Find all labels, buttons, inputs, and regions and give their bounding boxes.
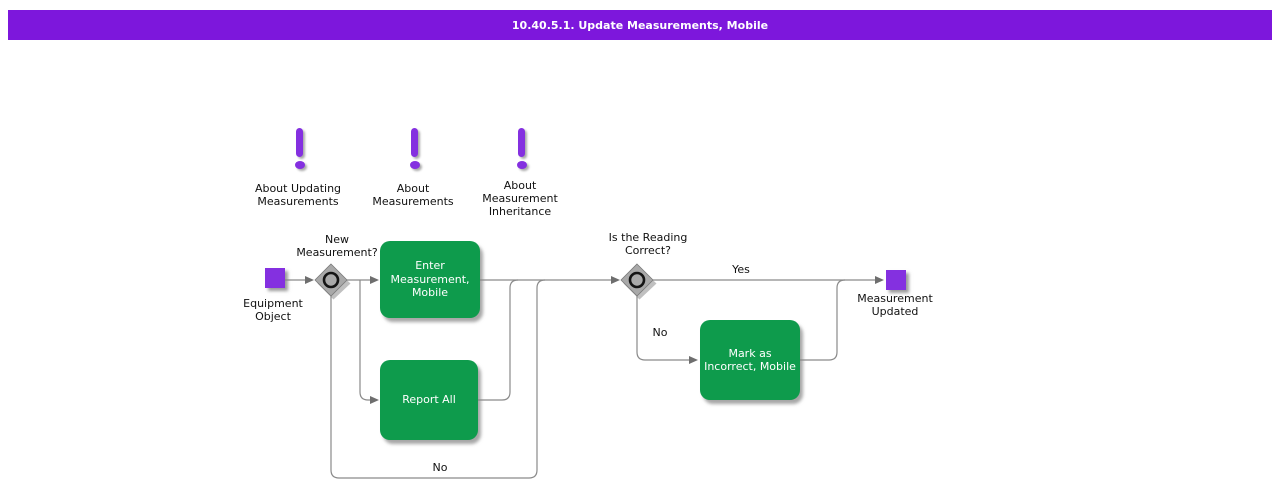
page-title: 10.40.5.1. Update Measurements, Mobile	[511, 18, 769, 32]
arrowhead	[689, 356, 698, 364]
diamond-shadow	[623, 267, 657, 300]
arrowhead	[875, 276, 884, 284]
end-node-square	[886, 270, 906, 290]
note-about-updating-measurements[interactable]: About Updating Measurements	[254, 182, 342, 208]
exclamation-bar	[296, 128, 303, 157]
diamond	[314, 263, 348, 297]
decision2-question: Is the Reading Correct?	[608, 231, 688, 257]
decision1-question: New Measurement?	[296, 233, 378, 259]
task-label: Report All	[402, 393, 456, 407]
merge-circle-icon	[322, 271, 340, 289]
edge-label-no-decision1: No	[432, 461, 448, 474]
exclamation-icon[interactable]	[407, 128, 423, 172]
exclamation-icon[interactable]	[292, 128, 308, 172]
note-about-measurement-inheritance[interactable]: About Measurement Inheritance	[482, 179, 558, 218]
task-enter-measurement-mobile[interactable]: Enter Measurement, Mobile	[380, 241, 480, 318]
task-label: Mark as Incorrect, Mobile	[704, 346, 796, 374]
task-mark-as-incorrect-mobile[interactable]: Mark as Incorrect, Mobile	[700, 320, 800, 400]
exclamation-dot	[295, 161, 305, 169]
edge-decision1-to-report-all	[359, 280, 370, 401]
edge-report-all-merge	[478, 279, 519, 401]
arrowhead	[611, 276, 620, 284]
edge-label-no-decision2: No	[652, 326, 668, 339]
decision1-diamond	[314, 263, 351, 300]
arrowhead	[370, 276, 379, 284]
diamond	[620, 263, 654, 297]
task-label: Enter Measurement, Mobile	[390, 259, 470, 300]
end-node-label: Measurement Updated	[857, 292, 933, 318]
arrowhead	[370, 396, 379, 404]
exclamation-bar	[411, 128, 418, 157]
arrowhead	[305, 276, 314, 284]
start-node-square	[265, 268, 285, 288]
exclamation-icon[interactable]	[514, 128, 530, 172]
diamond-shadow	[317, 267, 351, 300]
exclamation-bar	[518, 128, 525, 157]
exclamation-dot	[517, 161, 527, 169]
exclamation-dot	[410, 161, 420, 169]
title-bar: 10.40.5.1. Update Measurements, Mobile	[8, 10, 1272, 40]
task-report-all[interactable]: Report All	[380, 360, 478, 440]
start-node-label: Equipment Object	[243, 297, 303, 323]
decision2-diamond	[620, 263, 657, 300]
edge-label-yes: Yes	[732, 263, 750, 276]
merge-circle-icon	[628, 271, 646, 289]
note-about-measurements[interactable]: About Measurements	[372, 182, 454, 208]
